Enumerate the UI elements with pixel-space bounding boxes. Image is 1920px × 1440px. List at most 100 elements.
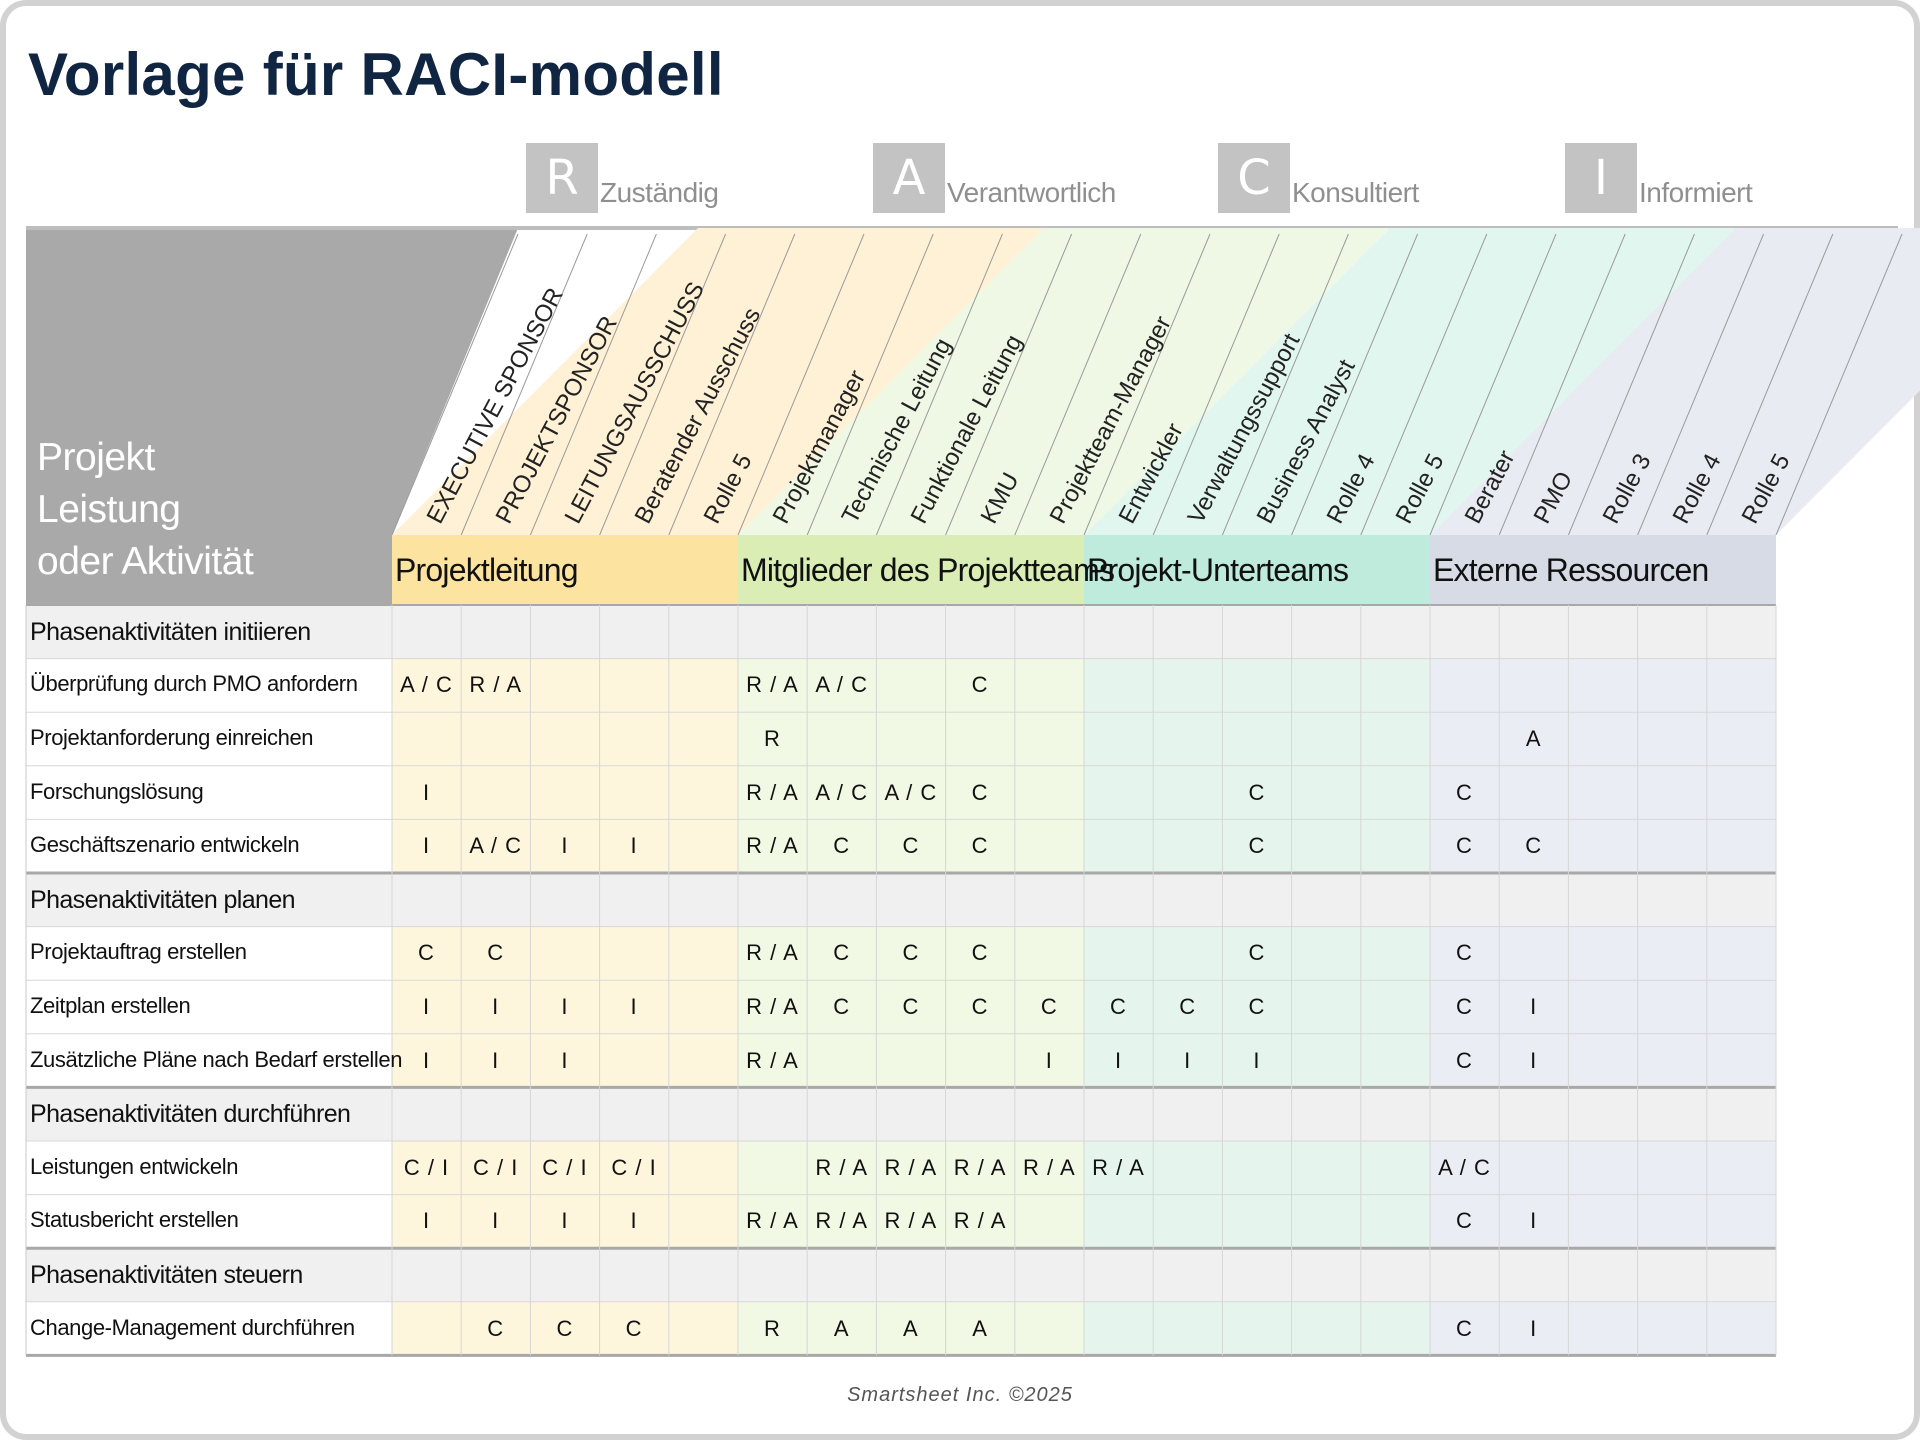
group-cell-bg [392, 712, 738, 766]
raci-cell: I [630, 1208, 638, 1234]
raci-cell: C [971, 779, 989, 805]
activity-row-label: Zusätzliche Pläne nach Bedarf erstellen [30, 1046, 403, 1072]
raci-cell: C [487, 1315, 505, 1341]
label-cell-bg [26, 819, 392, 873]
group-cell-bg [392, 605, 738, 659]
raci-cell: I [1253, 1047, 1261, 1073]
group-cell-bg [1084, 765, 1430, 820]
header-diagonal [1706, 233, 1834, 536]
raci-cell: R / A [1022, 1154, 1076, 1180]
header-diagonal [806, 233, 934, 536]
group-cell-bg [392, 765, 738, 820]
group-cell-bg [1084, 873, 1430, 927]
activity-row-label: Forschungslösung [30, 778, 204, 804]
group-cell-bg [1430, 1248, 1776, 1302]
group-cell-bg [738, 1194, 1084, 1249]
group-cell-bg [1430, 1087, 1776, 1141]
label-cell-bg [26, 1141, 392, 1195]
group-cell-bg [1084, 1194, 1430, 1249]
raci-cell: C [625, 1315, 643, 1341]
group-cell-bg [392, 658, 738, 713]
raci-cell: I [492, 1047, 500, 1073]
raci-cell: I [422, 833, 431, 859]
group-cell-bg [1430, 1141, 1776, 1195]
corner-header-block [26, 228, 518, 605]
raci-cell: I [422, 1208, 431, 1234]
raci-cell: I [1530, 1315, 1538, 1341]
header-diagonal [1567, 233, 1695, 536]
header-diagonal [1775, 233, 1903, 536]
raci-cell: A / C [884, 779, 938, 805]
raci-cell: A [972, 1315, 988, 1341]
raci-cell: R / A [1092, 1154, 1145, 1180]
raci-cell: C [833, 994, 851, 1019]
group-label-mitglieder-des-projektteams: Mitglieder des Projektteams [741, 552, 1115, 588]
raci-cell: C [1248, 940, 1266, 966]
corner-label-line: Leistung [37, 488, 181, 531]
raci-cell: R [764, 1315, 781, 1341]
header-diagonal [1221, 233, 1349, 536]
label-cell-bg [26, 873, 392, 927]
header-diagonal [529, 233, 657, 536]
raci-cell: A [903, 1315, 919, 1341]
raci-cell: I [492, 994, 500, 1019]
raci-cell: I [422, 779, 431, 805]
group-header-area-projekt-unterteams [1084, 228, 1736, 535]
label-cell-bg [26, 765, 392, 820]
raci-cell: C [1456, 1047, 1473, 1073]
page-title: Vorlage für RACI-modell [28, 41, 724, 108]
group-cell-bg [738, 1033, 1084, 1088]
group-header-area-mitglieder-des-projektteams [738, 228, 1390, 535]
group-cell-bg [392, 1301, 738, 1356]
corner-label-line: Projekt [37, 436, 155, 479]
raci-cell: R / A [746, 833, 799, 859]
raci-cell: C / I [542, 1154, 588, 1180]
raci-cell: C [902, 994, 920, 1019]
raci-cell: C [833, 833, 851, 859]
group-cell-bg [392, 819, 738, 873]
raci-cell: A / C [400, 672, 453, 698]
raci-cell: C [418, 940, 435, 966]
raci-cell: R / A [815, 1208, 869, 1234]
raci-cell: I [1045, 1047, 1053, 1073]
group-band-projekt-unterteams [1084, 535, 1430, 605]
label-cell-bg [26, 926, 392, 981]
header-diagonal [1498, 233, 1626, 536]
legend-label: Verantwortlich [947, 177, 1116, 208]
activity-row-label: Change-Management durchführen [30, 1314, 355, 1340]
legend-letter-a: A [873, 143, 945, 213]
header-diagonal [945, 233, 1073, 536]
raci-cell: C [1456, 833, 1473, 859]
raci-cell: C [1456, 940, 1473, 966]
phase-row-label: Phasenaktivitäten steuern [30, 1261, 303, 1289]
group-cell-bg [1430, 765, 1776, 820]
group-cell-bg [738, 658, 1084, 713]
group-cell-bg [738, 605, 1084, 659]
raci-cell: C [1248, 994, 1266, 1019]
group-cell-bg [392, 1087, 738, 1141]
raci-cell: I [422, 1047, 431, 1073]
raci-cell: C [1456, 994, 1473, 1019]
group-cell-bg [1084, 1248, 1430, 1302]
header-diagonal [1637, 233, 1765, 536]
group-cell-bg [1084, 658, 1430, 713]
raci-cell: A [1525, 726, 1542, 751]
group-cell-bg [738, 1087, 1084, 1141]
raci-cell: R / A [469, 672, 523, 698]
raci-cell: C [902, 940, 920, 966]
group-cell-bg [738, 873, 1084, 927]
raci-cell: A / C [469, 833, 523, 859]
raci-cell: R / A [746, 1047, 799, 1073]
group-cell-bg [1084, 1141, 1430, 1195]
raci-cell: R / A [953, 1154, 1007, 1180]
raci-cell: R / A [884, 1208, 938, 1234]
group-cell-bg [738, 712, 1084, 766]
label-cell-bg [26, 1301, 392, 1356]
raci-cell: C [1110, 994, 1127, 1019]
raci-cell: C [1040, 994, 1058, 1019]
header-diagonal [1152, 233, 1280, 536]
raci-cell: C / I [611, 1154, 657, 1180]
raci-cell: C [1456, 1315, 1473, 1341]
raci-cell: I [561, 1047, 569, 1073]
raci-cell: C / I [403, 1154, 450, 1180]
